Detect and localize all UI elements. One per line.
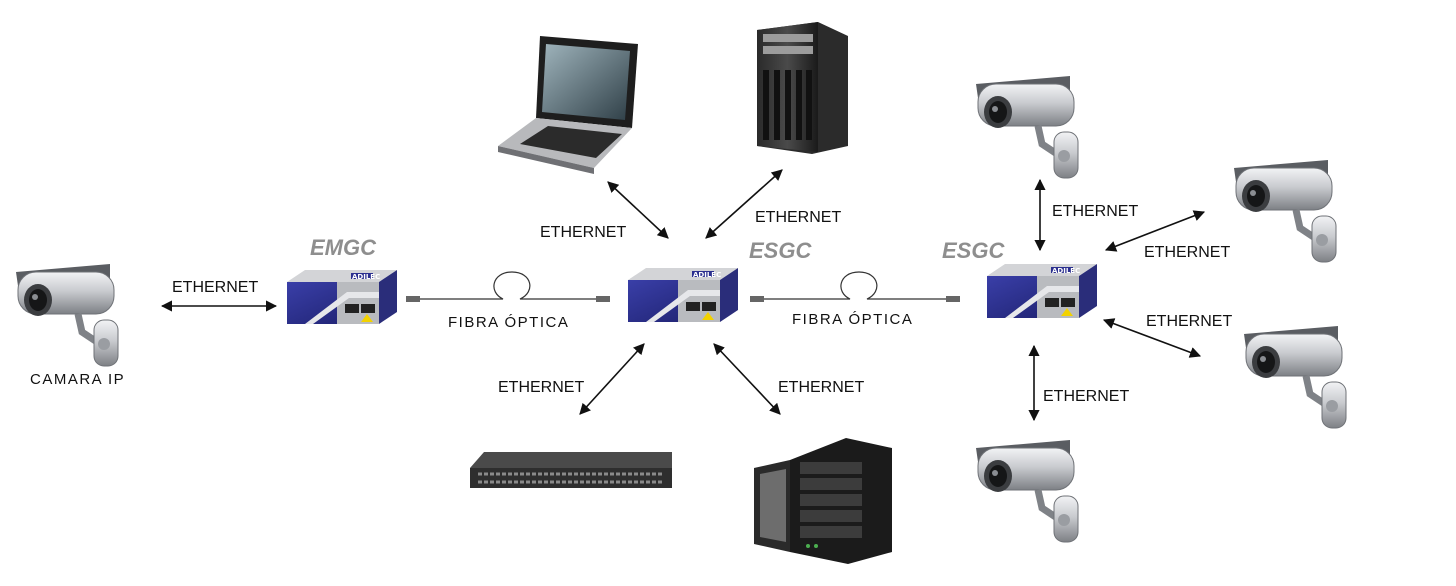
ethernet-link [579,343,645,415]
network-switch-icon [470,452,672,488]
fiber-label: FIBRA ÓPTICA [792,311,913,328]
ethernet-label: ETHERNET [1043,388,1129,405]
ethernet-label: ETHERNET [1146,313,1232,330]
device-title-esgc-center: ESGC [749,238,812,263]
ethernet-link [607,181,669,239]
fiber-optic-link-right [750,271,960,302]
ip-camera-icon [16,264,118,366]
ip-camera-icon [1244,326,1346,428]
ethernet-link [1104,210,1206,252]
device-logo: ADILEC [693,271,721,279]
media-converter-icon [628,268,738,322]
camera-caption: CAMARA IP [30,371,125,388]
device-title-esgc-right: ESGC [942,238,1005,263]
ethernet-label: ETHERNET [172,279,258,296]
ip-camera-icon [976,76,1078,178]
ethernet-label: ETHERNET [755,209,841,226]
laptop-icon [498,36,638,174]
ip-camera-icon [976,440,1078,542]
media-converter-icon [987,264,1097,318]
ethernet-link [713,343,781,415]
ethernet-label: ETHERNET [778,379,864,396]
ethernet-label: ETHERNET [1144,244,1230,261]
device-logo: ADILEC [352,273,380,281]
ethernet-label: ETHERNET [540,224,626,241]
ethernet-link [705,169,783,239]
nas-storage-icon [754,438,892,564]
ip-camera-icon [1234,160,1336,262]
media-converter-icon [287,270,397,324]
tower-server-icon [757,22,848,154]
fiber-label: FIBRA ÓPTICA [448,314,569,331]
ethernet-label: ETHERNET [498,379,584,396]
ethernet-label: ETHERNET [1052,203,1138,220]
device-title-emgc: EMGC [310,235,377,260]
ethernet-link [1102,318,1202,358]
device-logo: ADILEC [1052,267,1080,275]
fiber-optic-link-left [406,271,610,302]
